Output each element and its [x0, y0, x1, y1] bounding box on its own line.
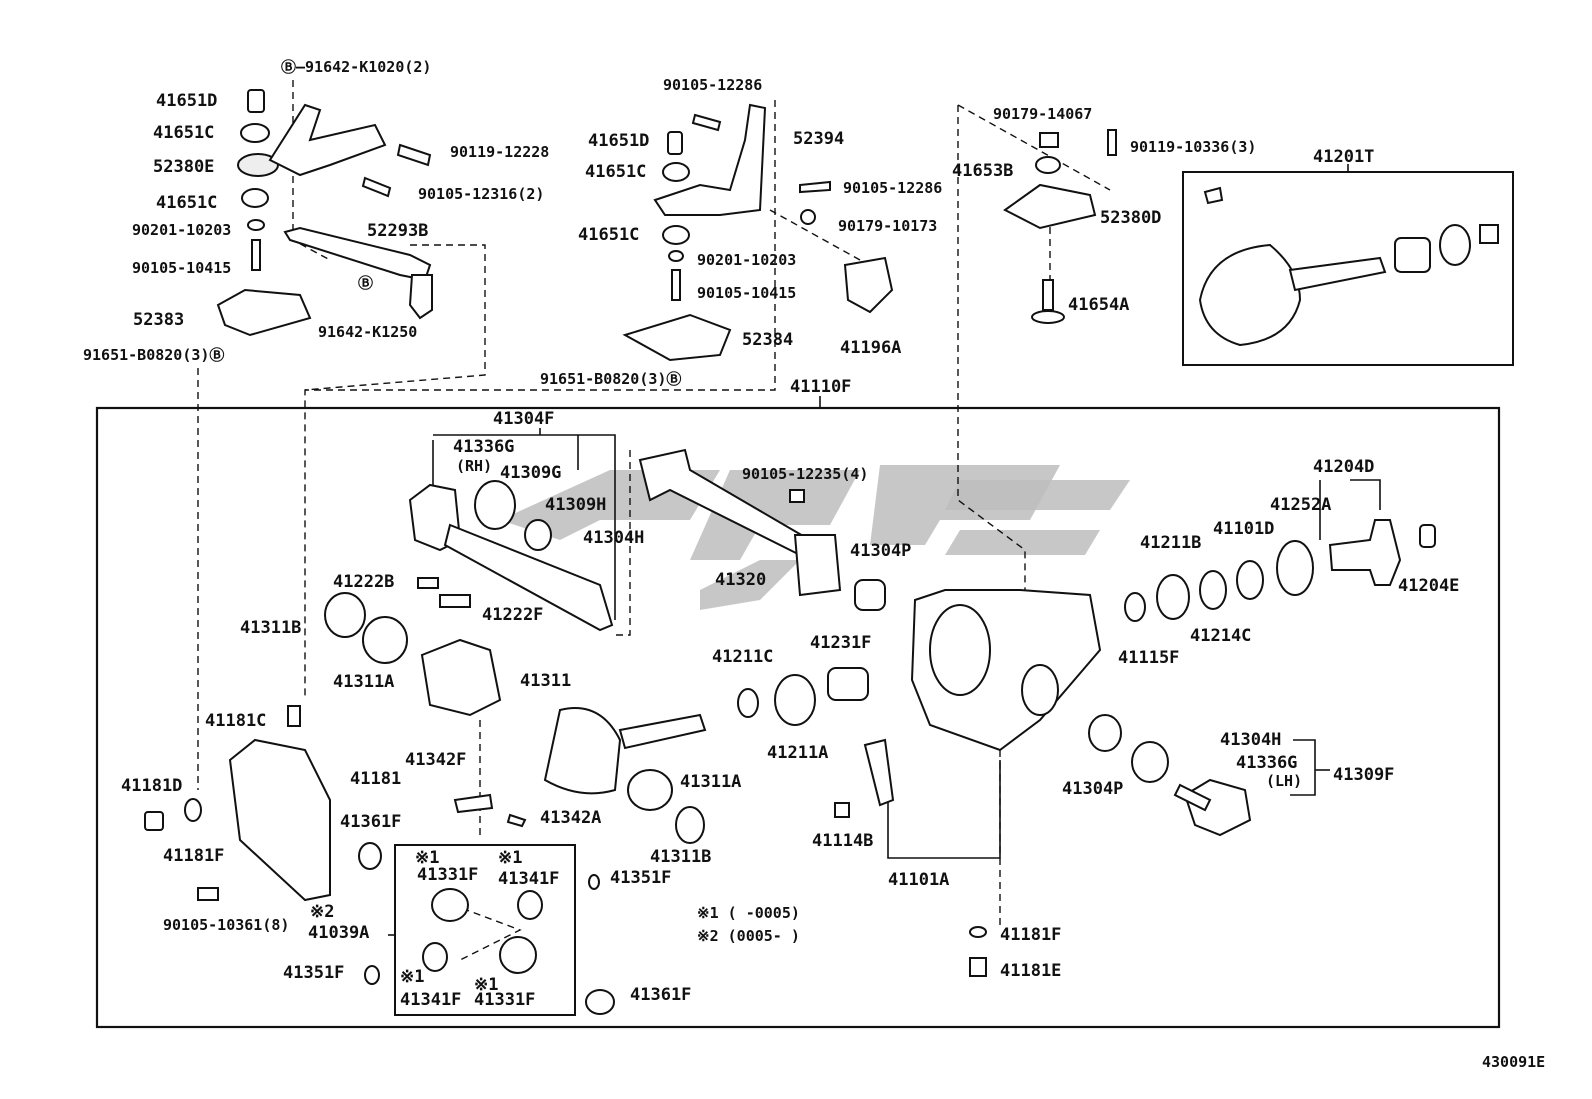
label-41201t: 41201T	[1313, 147, 1374, 167]
label-90179-10173: 90179-10173	[838, 217, 937, 235]
label-41211c: 41211C	[712, 647, 773, 667]
label-41115f: 41115F	[1118, 648, 1179, 668]
label-90105-12316: 90105-12316(2)	[418, 185, 544, 203]
label-41651c-a: 41651C	[153, 123, 214, 143]
diagram-code: 430091E	[1482, 1053, 1545, 1071]
label-rh: (RH)	[456, 457, 492, 475]
assembly-frame-41110f	[95, 406, 1501, 1029]
label-41361f-a: 41361F	[340, 812, 401, 832]
label-star1-d: ※1	[474, 975, 498, 995]
label-41342a: 41342A	[540, 808, 601, 828]
label-90105-10415-a: 90105-10415	[132, 259, 231, 277]
label-91642-k1250: 91642-K1250	[318, 323, 417, 341]
label-52380e: 52380E	[153, 157, 214, 177]
label-41211a: 41211A	[767, 743, 828, 763]
label-41222f: 41222F	[482, 605, 543, 625]
label-note2-star: ※2	[310, 902, 334, 922]
label-41114b: 41114B	[812, 831, 873, 851]
label-90105-12286-b: 90105-12286	[843, 179, 942, 197]
label-41351f-a: 41351F	[610, 868, 671, 888]
label-52293b: 52293B	[367, 221, 428, 241]
label-41204d: 41204D	[1313, 457, 1374, 477]
label-41309f: 41309F	[1333, 765, 1394, 785]
label-90105-10415-b: 90105-10415	[697, 284, 796, 302]
label-41110f: 41110F	[790, 377, 851, 397]
label-41204e: 41204E	[1398, 576, 1459, 596]
label-90105-12286-a: 90105-12286	[663, 76, 762, 94]
label-41252a: 41252A	[1270, 495, 1331, 515]
label-41309h: 41309H	[545, 495, 606, 515]
label-41309g: 41309G	[500, 463, 561, 483]
label-90105-10361: 90105-10361(8)	[163, 916, 289, 934]
label-star1-a: ※1	[415, 848, 439, 868]
label-41304h-a: 41304H	[583, 528, 644, 548]
label-90179-14067: 90179-14067	[993, 105, 1092, 123]
label-90201-10203-a: 90201-10203	[132, 221, 231, 239]
label-41654a: 41654A	[1068, 295, 1129, 315]
label-41336g-rh: 41336G	[453, 437, 514, 457]
label-41311a-b: 41311A	[680, 772, 741, 792]
label-41651d-b: 41651D	[588, 131, 649, 151]
label-41101a: 41101A	[888, 870, 949, 890]
label-52384: 52384	[742, 330, 793, 350]
label-41181d: 41181D	[121, 776, 182, 796]
label-41311: 41311	[520, 671, 571, 691]
label-41304h-b: 41304H	[1220, 730, 1281, 750]
label-star1-b: ※1	[498, 848, 522, 868]
label-b-circle: Ⓑ	[358, 274, 373, 292]
label-41181f-a: 41181F	[163, 846, 224, 866]
label-52394: 52394	[793, 129, 844, 149]
label-41181c: 41181C	[205, 711, 266, 731]
label-41311b-b: 41311B	[650, 847, 711, 867]
label-41342f: 41342F	[405, 750, 466, 770]
label-41181f-b: 41181F	[1000, 925, 1061, 945]
label-41336g-lh: 41336G	[1236, 753, 1297, 773]
label-41311a-a: 41311A	[333, 672, 394, 692]
label-41231f: 41231F	[810, 633, 871, 653]
differential-internals-frame	[394, 844, 576, 1016]
label-41101d: 41101D	[1213, 519, 1274, 539]
note-1: ※1 ( -0005)	[697, 904, 800, 922]
label-41196a: 41196A	[840, 338, 901, 358]
label-52383: 52383	[133, 310, 184, 330]
label-41304p-a: 41304P	[850, 541, 911, 561]
label-41304p-b: 41304P	[1062, 779, 1123, 799]
label-41651d-a: 41651D	[156, 91, 217, 111]
label-41651c-b: 41651C	[156, 193, 217, 213]
label-41181: 41181	[350, 769, 401, 789]
label-41351f-b: 41351F	[283, 963, 344, 983]
label-41341f-a: 41341F	[498, 869, 559, 889]
label-41039a: 41039A	[308, 923, 369, 943]
label-41653b: 41653B	[952, 161, 1013, 181]
label-41222b: 41222B	[333, 572, 394, 592]
label-star1-c: ※1	[400, 967, 424, 987]
label-41211b: 41211B	[1140, 533, 1201, 553]
label-41320: 41320	[715, 570, 766, 590]
label-90119-12228: 90119-12228	[450, 143, 549, 161]
label-41651c-d: 41651C	[578, 225, 639, 245]
label-lh: (LH)	[1266, 772, 1302, 790]
label-41341f-b: 41341F	[400, 990, 461, 1010]
label-90119-10336: 90119-10336(3)	[1130, 138, 1256, 156]
label-91642-k1020: Ⓑ—91642-K1020(2)	[281, 58, 431, 76]
part-labels: Ⓑ—91642-K1020(2) 41651D 41651C 52380E 41…	[83, 58, 1545, 1071]
label-90105-12235: 90105-12235(4)	[742, 465, 868, 483]
label-41361f-b: 41361F	[630, 985, 691, 1005]
label-41331f-a: 41331F	[417, 865, 478, 885]
part-illustrations	[144, 89, 1499, 1015]
label-41181e: 41181E	[1000, 961, 1061, 981]
label-91651-b0820-b: 91651-B0820(3)Ⓑ	[540, 370, 681, 388]
label-90201-10203-b: 90201-10203	[697, 251, 796, 269]
label-41304f: 41304F	[493, 409, 554, 429]
label-41651c-c: 41651C	[585, 162, 646, 182]
label-91651-b0820-a: 91651-B0820(3)Ⓑ	[83, 346, 224, 364]
note-2: ※2 (0005- )	[697, 927, 800, 945]
label-41311b-a: 41311B	[240, 618, 301, 638]
label-52380d: 52380D	[1100, 208, 1161, 228]
label-41331f-b: 41331F	[474, 990, 535, 1010]
label-41214c: 41214C	[1190, 626, 1251, 646]
